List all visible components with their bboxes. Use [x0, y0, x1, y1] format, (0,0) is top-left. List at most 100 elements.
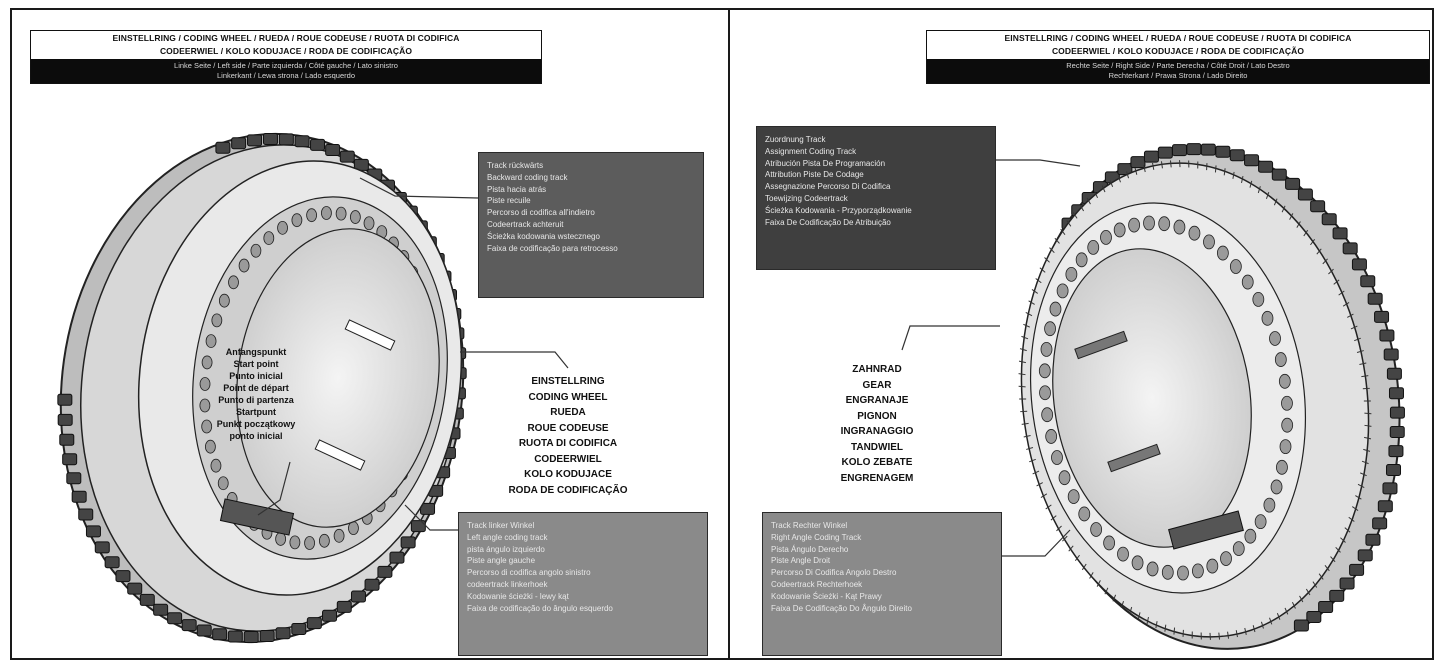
coding-hole [291, 213, 303, 228]
coding-hole [1041, 407, 1054, 423]
knurl-knob [1200, 143, 1216, 156]
gear-tooth [1101, 185, 1106, 193]
gear-tooth [1044, 257, 1050, 263]
knurl-knob [336, 600, 352, 613]
knurl-knob [1365, 533, 1381, 546]
coding-hole [205, 334, 217, 348]
coding-hole [277, 220, 288, 235]
gear-tooth [1269, 617, 1273, 625]
knurl-knob [1306, 610, 1322, 623]
coding-hole [1040, 341, 1053, 357]
gear-tooth [1244, 627, 1247, 635]
knurl-knob [153, 603, 169, 616]
knurl-knob [1130, 156, 1146, 169]
gear-tooth [1354, 337, 1361, 342]
gear-tooth [1094, 191, 1099, 199]
gear-line: ENGRANAJE [845, 395, 909, 406]
left-header: EINSTELLRING / CODING WHEEL / RUEDA / RO… [30, 30, 542, 84]
knurl-knob [310, 138, 326, 151]
coding-hole [1252, 292, 1265, 307]
backward-track-box: Track rückwärts Backward coding track Pi… [478, 152, 704, 298]
knurl-knob [1339, 577, 1355, 590]
knurl-knob [1258, 160, 1274, 173]
gear-line: KOLO ZEBATE [841, 457, 913, 468]
gear-tooth [1109, 180, 1114, 188]
gear-tooth [1032, 470, 1040, 475]
gear-tooth [1303, 229, 1309, 237]
coding-hole [1188, 225, 1201, 241]
knurl-knob [1377, 500, 1393, 513]
right-angle-track-line: Pista Ángulo Derecho [771, 544, 849, 554]
knurl-knob [1388, 445, 1404, 458]
backward-track-line: Percorso di codifica all'indietro [487, 208, 595, 218]
left-angle-track-line: Percorso di codifica angolo sinistro [467, 568, 591, 578]
gear-tooth [1340, 537, 1346, 543]
coding-hole [1281, 395, 1293, 411]
gear-tooth [1291, 601, 1296, 609]
knurl-knob [59, 433, 75, 446]
backward-track-line: Backward coding track [487, 172, 568, 182]
knurl-knob [1171, 144, 1187, 157]
gear-tooth [1276, 612, 1281, 620]
coding-hole [1254, 514, 1267, 530]
coding-hole [1100, 230, 1112, 245]
gear-tooth [1081, 563, 1087, 571]
assignment-track-line: Assignment Coding Track [765, 146, 857, 156]
gear-tooth [1023, 323, 1030, 328]
gear-tooth [1316, 248, 1322, 255]
gear-tooth [1333, 279, 1340, 285]
gear-tooth [1173, 627, 1176, 635]
gear-tooth [1232, 171, 1235, 179]
knurl-knob [1360, 275, 1376, 288]
gear-tooth [1126, 171, 1130, 179]
gear-tooth [1062, 535, 1068, 542]
gear-label: ZAHNRAD GEAR ENGRANAJE PIGNON INGRANAGGI… [818, 362, 936, 486]
coding-hole [1045, 429, 1058, 444]
gear-tooth [1035, 278, 1042, 284]
right-header-title-2: CODEERWIEL / KOLO KODUJACE / RODA DE COD… [1051, 46, 1305, 56]
gear-tooth [1350, 325, 1358, 330]
coding-hole [1216, 245, 1229, 261]
knurl-knob [400, 536, 416, 549]
start-point-line: Anfangspunkt [225, 347, 287, 357]
gear-tooth [1361, 375, 1369, 378]
knurl-knob [377, 565, 393, 578]
right-header: EINSTELLRING / CODING WHEEL / RUEDA / RO… [926, 30, 1430, 84]
right-header-side-1: Rechte Seite / Right Side / Parte Derech… [1066, 61, 1290, 70]
right-angle-track-line: Right Angle Coding Track [771, 532, 862, 542]
coding-hole [1270, 479, 1283, 495]
coding-hole [1269, 331, 1281, 346]
right-header-side: Rechte Seite / Right Side / Parte Derech… [927, 59, 1429, 83]
left-angle-track-line: Kodowanie ścieżki - lewy kąt [467, 591, 569, 601]
right-header-side-2: Rechterkant / Prawa Strona / Lado Direit… [1108, 71, 1248, 80]
backward-track-line: Pista hacia atrás [487, 184, 547, 194]
backward-track-line: Codeertrack achteruit [487, 219, 564, 229]
coding-hole [1143, 215, 1155, 231]
coding-hole [1229, 259, 1242, 274]
knurl-knob [231, 137, 247, 150]
gear-line: PIGNON [857, 410, 897, 422]
coding-hole [210, 458, 222, 473]
gear-tooth [1241, 175, 1244, 184]
gear-tooth [1029, 458, 1036, 463]
gear-tooth [1018, 360, 1026, 364]
knurl-knob [1388, 387, 1404, 400]
coding-hole [1161, 564, 1174, 580]
knurl-knob [389, 551, 405, 564]
coding-hole [335, 206, 347, 221]
left-header-side-1: Linke Seite / Left side / Parte izquierd… [174, 61, 398, 70]
knurl-knob [1357, 549, 1373, 562]
coding-hole [1065, 266, 1078, 282]
coding-hole [1087, 240, 1100, 255]
knurl-knob [294, 135, 310, 148]
knurl-knob [78, 508, 94, 521]
coding-hole [1038, 363, 1051, 379]
knurl-knob [85, 525, 101, 538]
right-angle-track-line: Percorso Di Codifica Angolo Destro [771, 568, 897, 578]
gear-tooth [1146, 616, 1149, 625]
coding-hole [1241, 274, 1254, 290]
left-angle-track-box: Track linker Winkel Left angle coding tr… [458, 512, 708, 656]
right-angle-track-line: Track Rechter Winkel [771, 521, 848, 530]
gear-tooth [1348, 516, 1355, 522]
gear-tooth [1039, 267, 1046, 273]
